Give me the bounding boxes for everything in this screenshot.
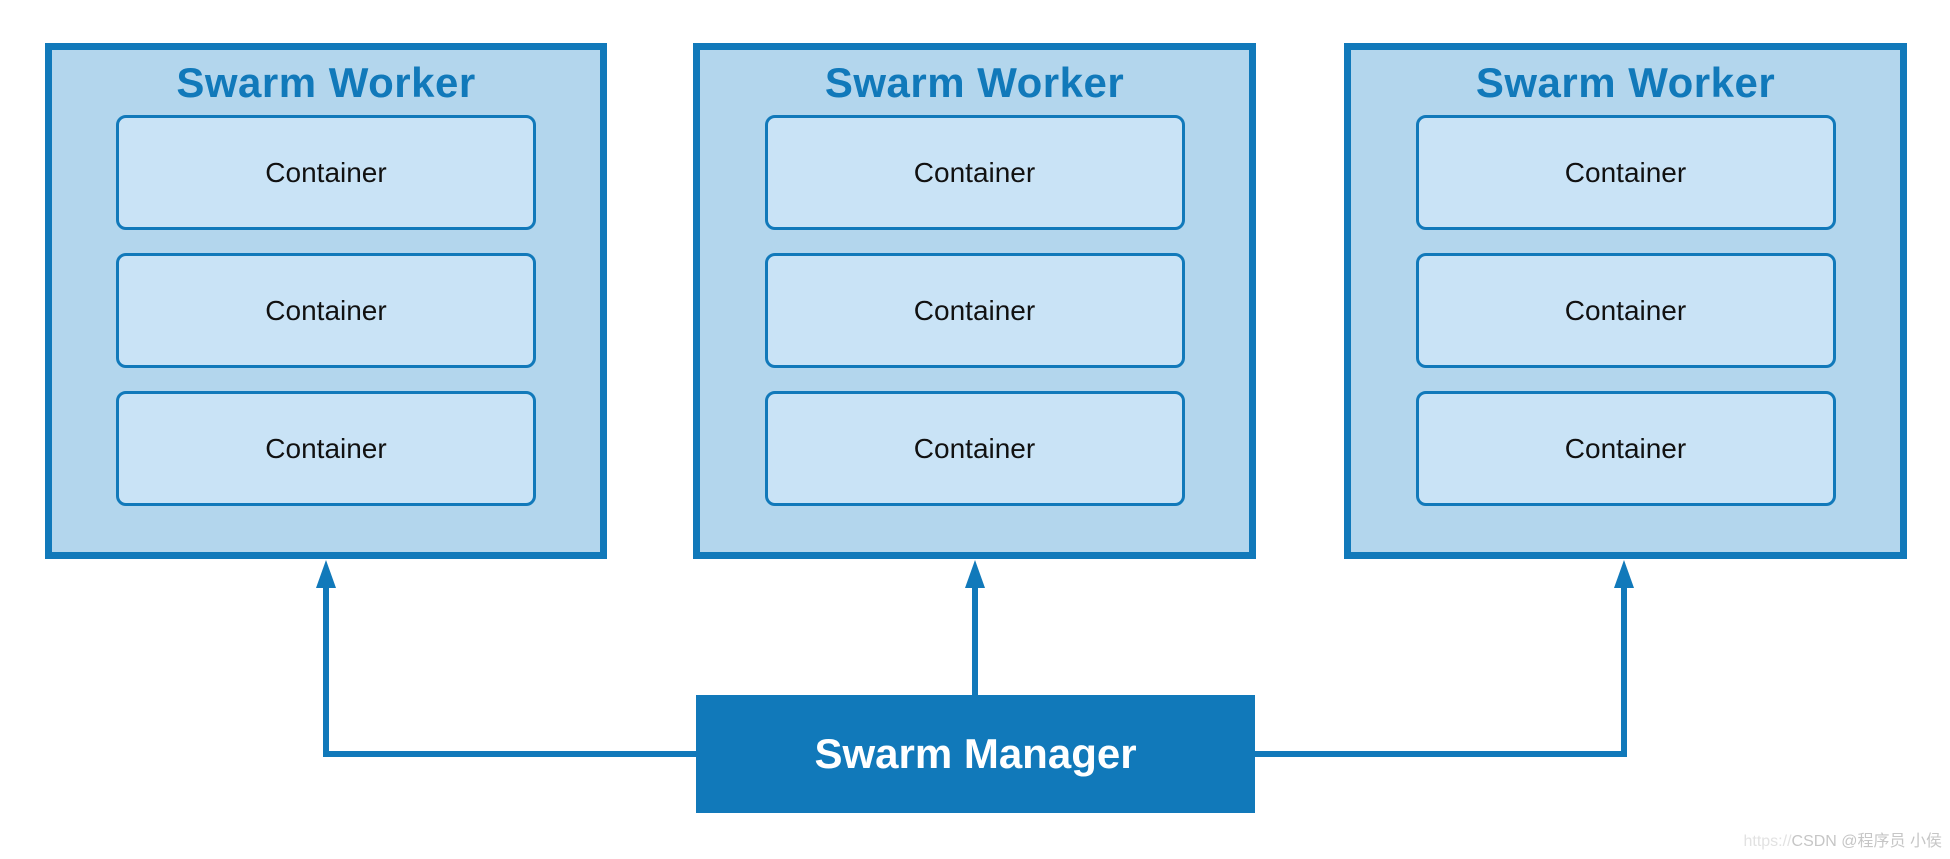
swarm-worker-title: Swarm Worker: [176, 58, 476, 106]
swarm-worker-node-2: Swarm Worker Container Container Contain…: [693, 43, 1256, 559]
arrow-right-horizontal-line: [1255, 751, 1627, 757]
container-node: Container: [764, 115, 1185, 230]
watermark: https://CSDN @程序员 小侯: [1743, 827, 1942, 851]
swarm-worker-title: Swarm Worker: [824, 58, 1125, 106]
container-node: Container: [116, 115, 536, 230]
arrow-right-vertical-line: [1621, 586, 1627, 757]
watermark-author: CSDN @程序员 小侯: [1791, 833, 1942, 850]
swarm-worker-title: Swarm Worker: [1475, 58, 1776, 106]
arrow-up-icon: [965, 560, 985, 588]
arrow-up-icon: [316, 560, 336, 588]
container-node: Container: [1415, 253, 1836, 368]
watermark-url-prefix: https://: [1743, 833, 1792, 850]
swarm-worker-node-3: Swarm Worker Container Container Contain…: [1344, 43, 1907, 559]
swarm-manager-node: Swarm Manager: [696, 695, 1255, 813]
arrow-middle-vertical-line: [972, 586, 978, 695]
container-node: Container: [116, 253, 536, 368]
arrow-left-horizontal-line: [323, 751, 696, 757]
swarm-worker-node-1: Swarm Worker Container Container Contain…: [45, 43, 607, 559]
arrow-up-icon: [1614, 560, 1634, 588]
container-node: Container: [764, 253, 1185, 368]
arrow-left-vertical-line: [323, 586, 329, 757]
container-node: Container: [764, 391, 1185, 506]
container-node: Container: [116, 391, 536, 506]
container-node: Container: [1415, 391, 1836, 506]
container-node: Container: [1415, 115, 1836, 230]
